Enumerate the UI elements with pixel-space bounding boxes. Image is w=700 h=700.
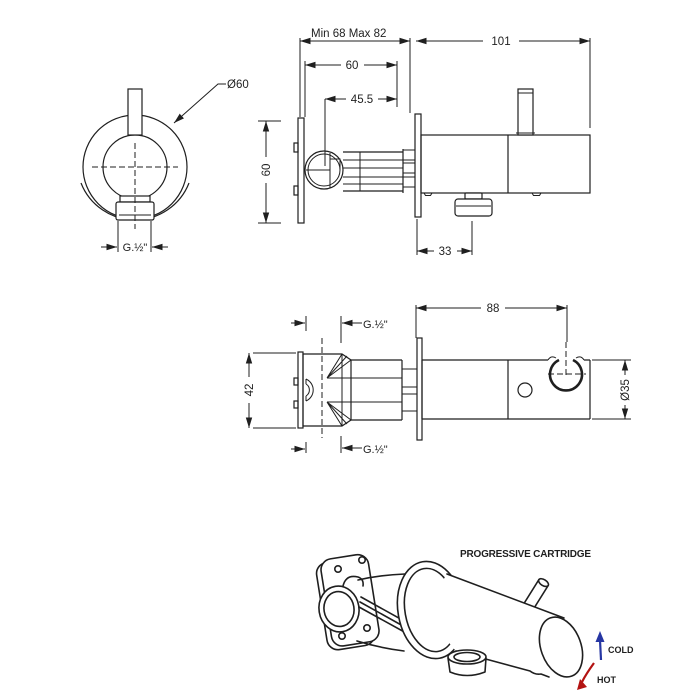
top-view: 88 G.½" G.½" 42 Ø35: [242, 302, 633, 456]
side-view: Min 68 Max 82 101 60 45.5 60 33: [258, 28, 591, 258]
cold-label: COLD: [608, 645, 634, 655]
dim-wall-to-holder: 88: [487, 303, 500, 315]
handle-front: [127, 88, 143, 136]
front-diameter-label: Ø60: [227, 79, 249, 91]
dim-rough-body: 60: [346, 60, 359, 72]
cold-flow-indicator: COLD: [595, 631, 634, 661]
hot-label: HOT: [597, 675, 617, 685]
cylinder-end-cap: [538, 616, 584, 678]
cold-arrow-icon: [595, 631, 605, 642]
dim-depth-range: Min 68 Max 82: [311, 28, 386, 40]
dim-holder-diameter: Ø35: [620, 379, 632, 401]
dim-trim-length: 101: [491, 36, 510, 48]
screw-hole: [517, 382, 533, 398]
hot-flow-indicator: HOT: [577, 662, 617, 690]
hot-arrow-icon: [581, 662, 595, 683]
dim-thread-bottom: G.½": [363, 444, 388, 456]
dim-plate-height: 60: [261, 164, 273, 177]
handle-side: [517, 88, 534, 136]
dim-thread-top: G.½": [363, 319, 388, 331]
perspective-view: PROGRESSIVE CARTRIDGE COLD HOT: [315, 549, 634, 690]
dim-outlet-offset: 33: [439, 246, 452, 258]
perspective-caption: PROGRESSIVE CARTRIDGE: [460, 549, 591, 560]
front-view: G.½" Ø60: [80, 79, 249, 254]
dim-cartridge-depth: 45.5: [351, 94, 373, 106]
front-thread-label: G.½": [123, 242, 148, 254]
dim-bracket-width: 42: [244, 384, 256, 397]
holder-cradle: [548, 358, 584, 392]
